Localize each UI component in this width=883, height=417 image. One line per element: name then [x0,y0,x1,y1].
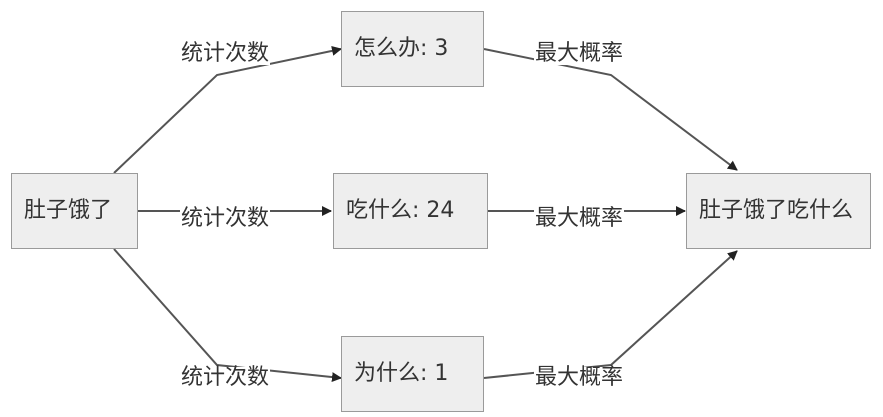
edge-label-option2-result: 最大概率 [534,206,625,231]
node-result-label: 肚子饿了吃什么 [699,198,854,223]
edge-start-to-option3 [113,248,342,383]
node-option-3-label: 为什么: 1 [354,361,449,386]
node-option-1-label: 怎么办: 3 [354,36,449,61]
edge-label-start-option3: 统计次数 [180,365,271,390]
node-option-3: 为什么: 1 [341,336,484,412]
node-option-2-label: 吃什么: 24 [346,198,455,223]
edge-option3-to-result [483,250,738,379]
node-start-label: 肚子饿了 [24,198,113,223]
edge-start-to-option1 [113,45,342,174]
edge-label-option3-result: 最大概率 [534,365,625,390]
edge-label-start-option1: 统计次数 [180,41,271,66]
edge-label-start-option2: 统计次数 [180,206,271,231]
edge-label-option1-result: 最大概率 [534,41,625,66]
edge-option1-to-result [483,48,738,171]
node-start: 肚子饿了 [11,173,138,249]
node-option-1: 怎么办: 3 [341,11,484,87]
node-option-2: 吃什么: 24 [333,173,488,249]
node-result: 肚子饿了吃什么 [686,173,871,249]
